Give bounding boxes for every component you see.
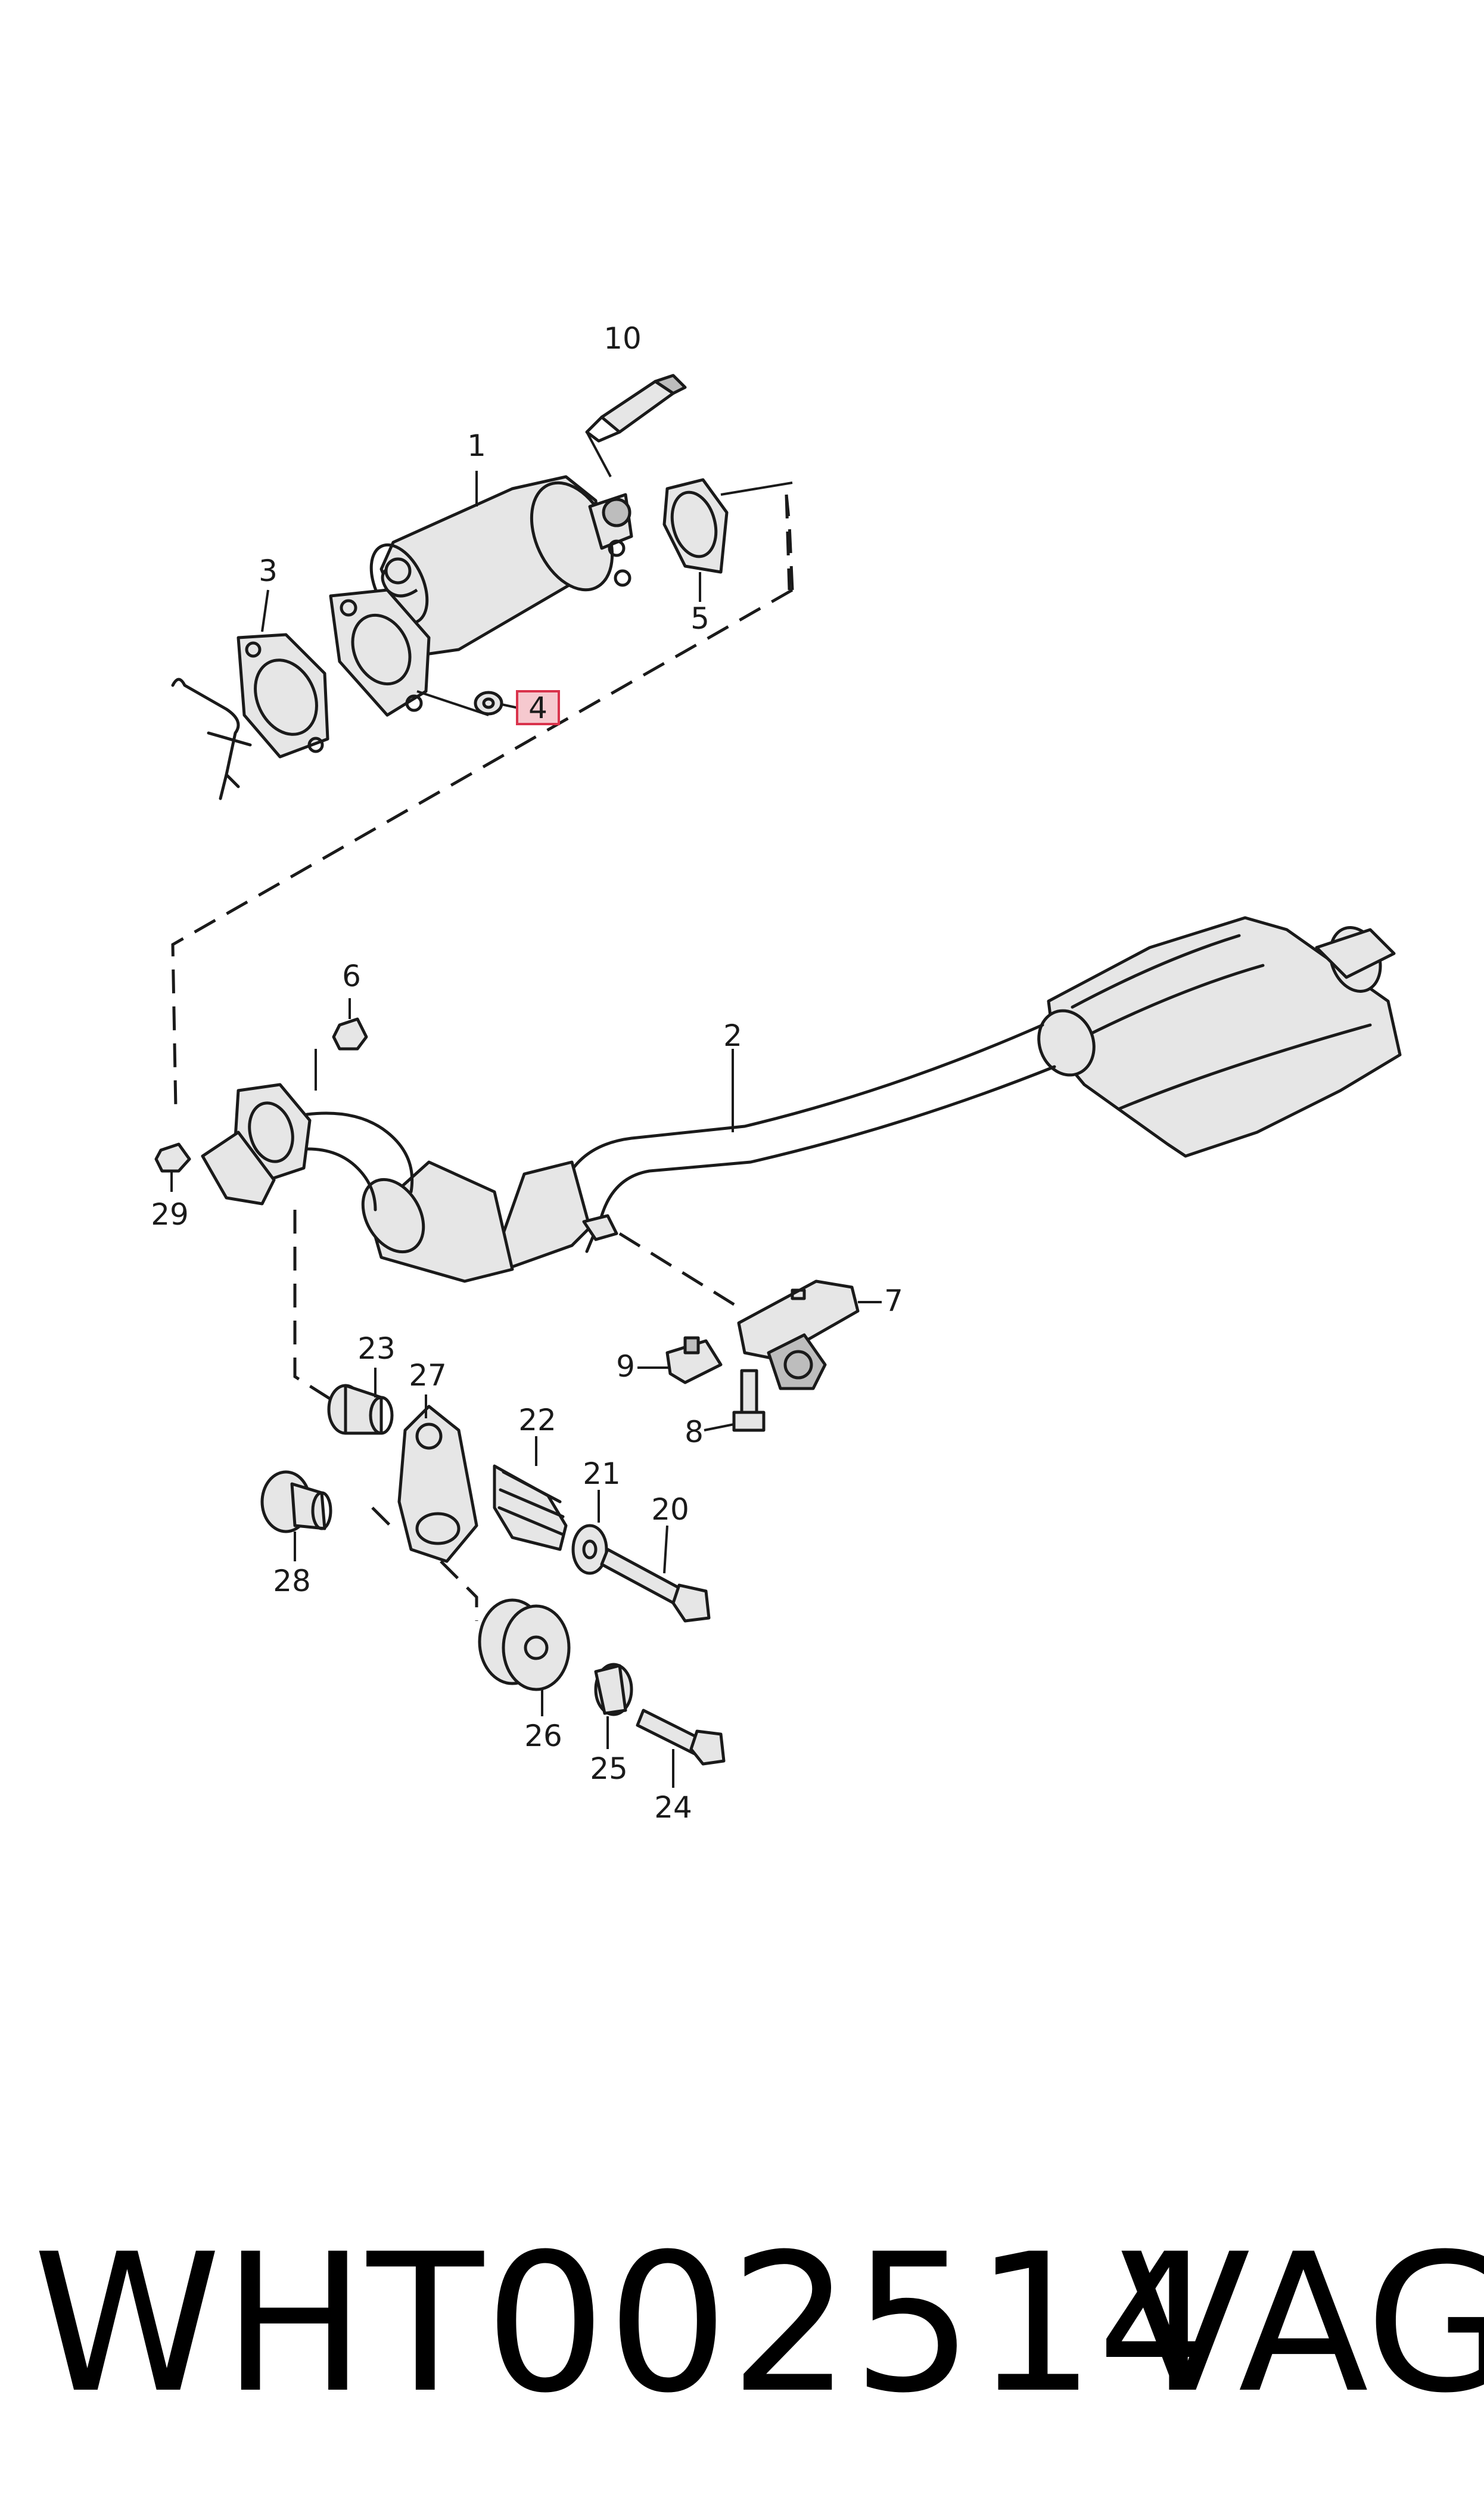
callout-4-highlight [516, 690, 560, 725]
callout-7: 7 [884, 1284, 903, 1318]
part-28-bushing [260, 1470, 332, 1561]
part-21-washer [571, 1490, 608, 1575]
part-6-nut [315, 998, 368, 1091]
callout-5: 5 [690, 601, 710, 636]
callout-3: 3 [259, 554, 278, 588]
callout-24: 24 [654, 1790, 692, 1825]
part-8-bolt [704, 1369, 766, 1432]
brand-label: VAG [1120, 2213, 1484, 2435]
callout-23: 23 [357, 1331, 396, 1366]
part-27-pendulum-bracket [397, 1394, 478, 1563]
part-7-bracket [737, 1279, 882, 1390]
part-10-oxygen-sensor [585, 374, 687, 477]
part-9-clip-nut [637, 1336, 723, 1384]
part-2-exhaust-pipe [201, 916, 1402, 1283]
part-24-bolt [636, 1709, 726, 1788]
callout-22: 22 [518, 1403, 556, 1437]
callout-1: 1 [467, 428, 486, 463]
callout-28: 28 [273, 1564, 311, 1598]
callout-10: 10 [603, 321, 642, 356]
part-5-gasket [662, 478, 793, 602]
part-29-nut [154, 1142, 191, 1192]
part-3-gasket [171, 589, 329, 800]
callout-27: 27 [409, 1358, 447, 1393]
part-25-washer [594, 1663, 633, 1749]
callout-20: 20 [651, 1492, 689, 1527]
callout-labels: 10 1 3 5 4 6 2 29 7 9 8 23 27 22 21 20 2… [151, 321, 903, 1825]
callout-29: 29 [151, 1197, 189, 1232]
part-23-bushing [327, 1368, 394, 1435]
assembly-dashed-lines [171, 494, 794, 1621]
callout-2: 2 [723, 1018, 742, 1053]
part-number-label: WHT002514 [33, 2213, 1220, 2435]
callout-8: 8 [685, 1415, 704, 1449]
callout-25: 25 [590, 1751, 628, 1786]
part-4-nut [474, 691, 519, 716]
part-26-rubber-mount [478, 1598, 571, 1716]
callout-4: 4 [528, 691, 547, 725]
part-20-bolt [600, 1525, 711, 1623]
part-22-spring-bushing [493, 1436, 568, 1551]
callout-26: 26 [524, 1719, 562, 1753]
part-1-catalytic-converter [329, 471, 633, 717]
callout-9: 9 [616, 1349, 635, 1384]
callout-6: 6 [342, 959, 361, 993]
callout-21: 21 [583, 1456, 621, 1491]
